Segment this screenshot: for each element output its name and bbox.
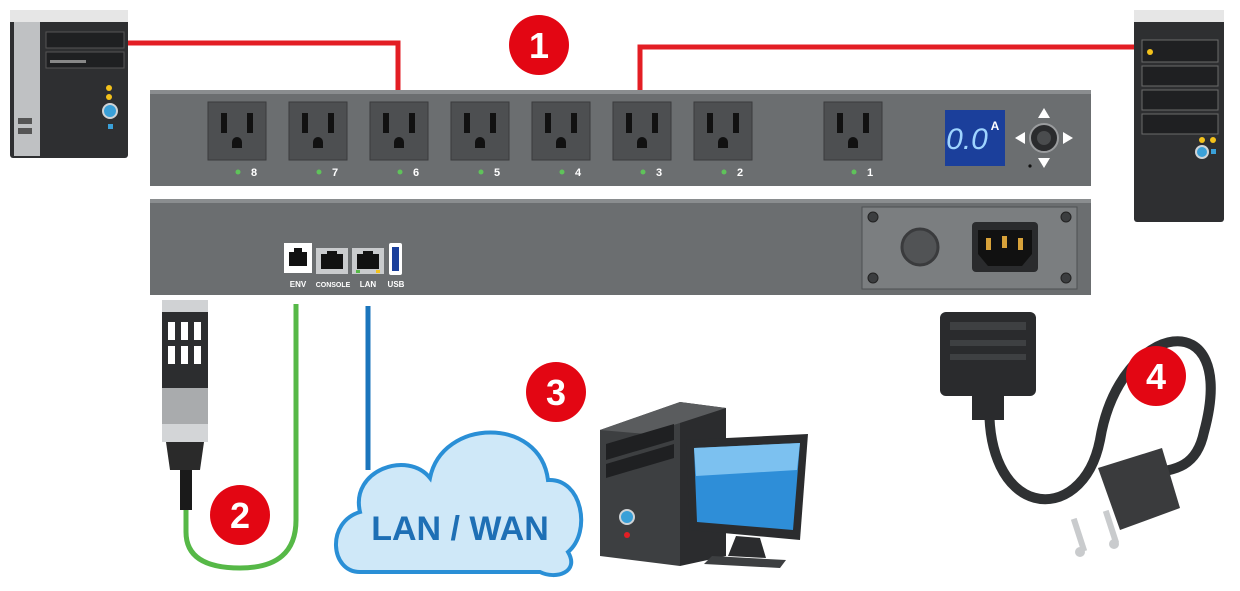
outlet-led [316, 169, 322, 175]
server-tower-icon-right [1134, 10, 1224, 222]
console-port [316, 248, 348, 274]
outlet-number: 4 [575, 167, 582, 179]
port-label-env: ENV [290, 280, 307, 289]
port-label-console: CONSOLE [316, 282, 351, 289]
navigation-pad-icon [1015, 108, 1073, 168]
outlet-2: 2 [693, 101, 753, 179]
server-tower-icon-left [10, 10, 128, 158]
port-label-usb: USB [388, 280, 405, 289]
step-badge-label: 4 [1146, 356, 1166, 397]
usb-port [389, 243, 402, 275]
desktop-computer-icon [600, 402, 808, 568]
current-display: 0.0 A [945, 110, 1005, 166]
step-badge-label: 2 [230, 495, 250, 536]
outlet-led [235, 169, 241, 175]
outlet-led [851, 169, 857, 175]
outlet-led [559, 169, 565, 175]
network-label: LAN / WAN [371, 510, 549, 548]
step-badge-4: 4 [1126, 346, 1186, 406]
current-unit: A [991, 119, 1000, 133]
step-badge-1: 1 [509, 15, 569, 75]
outlet-6: 6 [369, 101, 429, 179]
outlet-number: 3 [656, 167, 662, 179]
step-badge-3: 3 [526, 362, 586, 422]
step-badge-2: 2 [210, 485, 270, 545]
outlet-number: 7 [332, 167, 338, 179]
outlet-1: 1 [823, 101, 883, 179]
outlet-7: 7 [288, 101, 348, 179]
outlet-led [721, 169, 727, 175]
step-badge-label: 1 [529, 25, 549, 66]
pdu-rear-panel: ENV CONSOLE LAN USB [150, 199, 1091, 295]
outlet-number: 5 [494, 167, 500, 179]
outlet-3: 3 [612, 101, 672, 179]
iec-inlet-icon [972, 222, 1038, 272]
outlet-number: 8 [251, 167, 257, 179]
breaker-button [900, 227, 940, 267]
outlet-led [640, 169, 646, 175]
lan-port [352, 248, 384, 274]
env-port [284, 243, 312, 273]
outlet-led [397, 169, 403, 175]
temperature-sensor-icon [162, 300, 208, 510]
step-badge-label: 3 [546, 372, 566, 413]
outlet-8: 8 [207, 101, 267, 179]
outlet-5: 5 [450, 101, 510, 179]
outlet-led [478, 169, 484, 175]
outlet-number: 2 [737, 167, 743, 179]
outlet-4: 4 [531, 101, 591, 179]
env-sensor-cable [183, 304, 299, 571]
pdu-front-panel: 8 7 6 5 4 3 2 1 0.0 A [150, 90, 1091, 186]
power-cord-icon [940, 312, 1036, 420]
plug-icon [1070, 448, 1180, 557]
current-reading: 0.0 [946, 123, 988, 156]
port-label-lan: LAN [360, 280, 377, 289]
outlet-number: 1 [867, 167, 873, 179]
cloud-icon [334, 430, 584, 578]
power-inlet-plate [861, 206, 1078, 290]
outlet-number: 6 [413, 167, 419, 179]
